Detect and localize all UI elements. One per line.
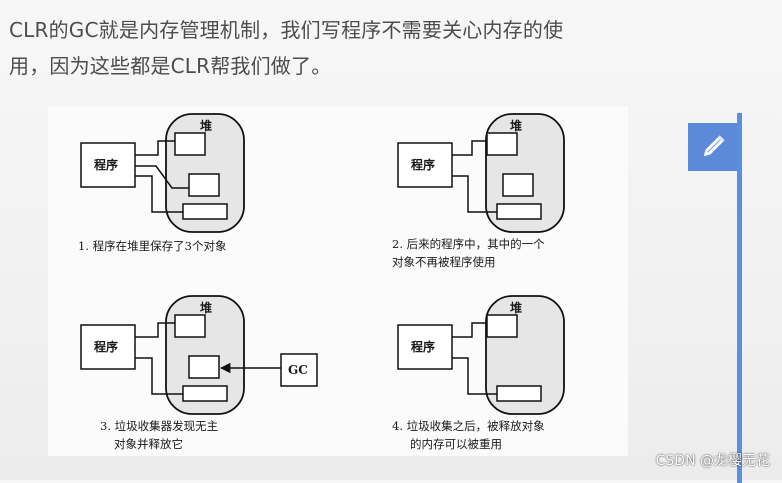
gc-diagram: 堆 程序 1. 程序在堆里保存了3个对象 堆 程序 2. 后来的程序中，其中的一… — [78, 113, 565, 451]
panel-2-caption-line-1: 2. 后来的程序中，其中的一个 — [392, 237, 545, 251]
panel-3-caption-line-2: 对象并释放它 — [114, 437, 183, 451]
reference-line — [452, 140, 487, 156]
program-box — [80, 324, 136, 370]
heap-label: 堆 — [200, 300, 212, 315]
gc-box — [280, 353, 318, 387]
panel-4-caption-line-2: 的内存可以被重用 — [410, 437, 502, 451]
heap-label: 堆 — [200, 118, 212, 133]
panel-4-caption-line-1: 4. 垃圾收集之后，被释放对象 — [392, 419, 545, 433]
gc-diagram-figure: 堆 程序 1. 程序在堆里保存了3个对象 堆 程序 2. 后来的程序中，其中的一… — [48, 106, 628, 456]
intro-line-1: CLR的GC就是内存管理机制，我们写程序不需要关心内存的使 — [9, 18, 564, 42]
program-label: 程序 — [411, 339, 435, 354]
panel-3-caption-line-1: 3. 垃圾收集器发现无主 — [100, 419, 218, 433]
program-label: 程序 — [94, 339, 118, 354]
intro-paragraph: CLR的GC就是内存管理机制，我们写程序不需要关心内存的使 用，因为这些都是CL… — [9, 12, 699, 84]
reference-line — [452, 175, 497, 213]
panel-1-caption-line-1: 1. 程序在堆里保存了3个对象 — [78, 239, 226, 253]
pencil-icon[interactable] — [688, 123, 738, 171]
reference-line — [135, 165, 189, 189]
heap-object — [502, 173, 534, 197]
heap-object — [174, 314, 206, 338]
pencil-glyph — [703, 135, 725, 157]
panel-2: 堆 程序 2. 后来的程序中，其中的一个 对象不再被程序使用 — [392, 113, 565, 269]
sidebar-accent-bar — [737, 113, 742, 483]
heap-object-unreferenced — [188, 355, 220, 379]
program-label: 程序 — [94, 157, 118, 172]
program-label: 程序 — [411, 157, 435, 172]
reference-line — [135, 357, 183, 395]
panel-1: 堆 程序 1. 程序在堆里保存了3个对象 — [78, 113, 245, 253]
heap-object — [182, 203, 228, 220]
program-box — [397, 142, 453, 188]
reference-line — [135, 140, 175, 156]
heap-label: 堆 — [510, 300, 522, 315]
reference-line — [452, 322, 487, 338]
heap-label: 堆 — [510, 118, 522, 133]
watermark: CSDN @龙樱无花 — [655, 453, 770, 469]
heap-object — [188, 173, 220, 197]
heap-object — [486, 132, 518, 156]
heap-object — [496, 385, 542, 402]
reference-line — [452, 357, 497, 395]
heap-object — [496, 203, 542, 220]
gc-label: GC — [288, 363, 308, 377]
reference-line — [135, 322, 175, 338]
heap-object — [486, 314, 518, 338]
reference-line — [135, 175, 183, 213]
program-box — [397, 324, 453, 370]
panel-2-caption-line-2: 对象不再被程序使用 — [392, 255, 496, 269]
panel-4: 堆 程序 4. 垃圾收集之后，被释放对象 的内存可以被重用 — [392, 295, 565, 451]
panel-3: 堆 程序 GC 3. 垃圾收集器发现无主 对象并释放它 — [80, 295, 318, 451]
heap-object — [174, 132, 206, 156]
heap-object — [182, 385, 228, 402]
intro-line-2: 用，因为这些都是CLR帮我们做了。 — [9, 54, 332, 78]
program-box — [80, 142, 136, 188]
